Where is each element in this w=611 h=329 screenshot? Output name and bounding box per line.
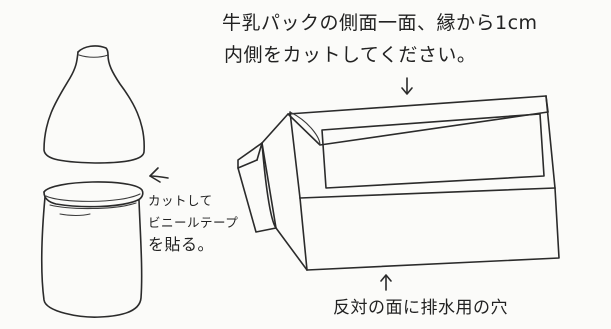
instruction-text-line-1: 牛乳パックの側面一面、縁から1cm (222, 12, 538, 34)
milk-carton-drawing (237, 95, 560, 271)
carton-cut-arrow (401, 77, 413, 95)
bottle-arrow (149, 167, 169, 183)
bottle-side-note: カットして ビニールテープ を貼る。 (148, 190, 268, 256)
bottle-top-drawing (43, 45, 145, 164)
drain-hole-note: 反対の面に排水用の穴 (333, 298, 508, 318)
instruction-text-line-2: 内側をカットしてください。 (224, 44, 477, 66)
side-note-line-2: ビニールテープ (148, 215, 239, 230)
side-note-line-1: カットして (148, 193, 213, 208)
bottle-bottom-drawing (40, 181, 144, 318)
side-note-line-3: を貼る。 (148, 235, 215, 254)
drain-hole-arrow (380, 274, 392, 291)
